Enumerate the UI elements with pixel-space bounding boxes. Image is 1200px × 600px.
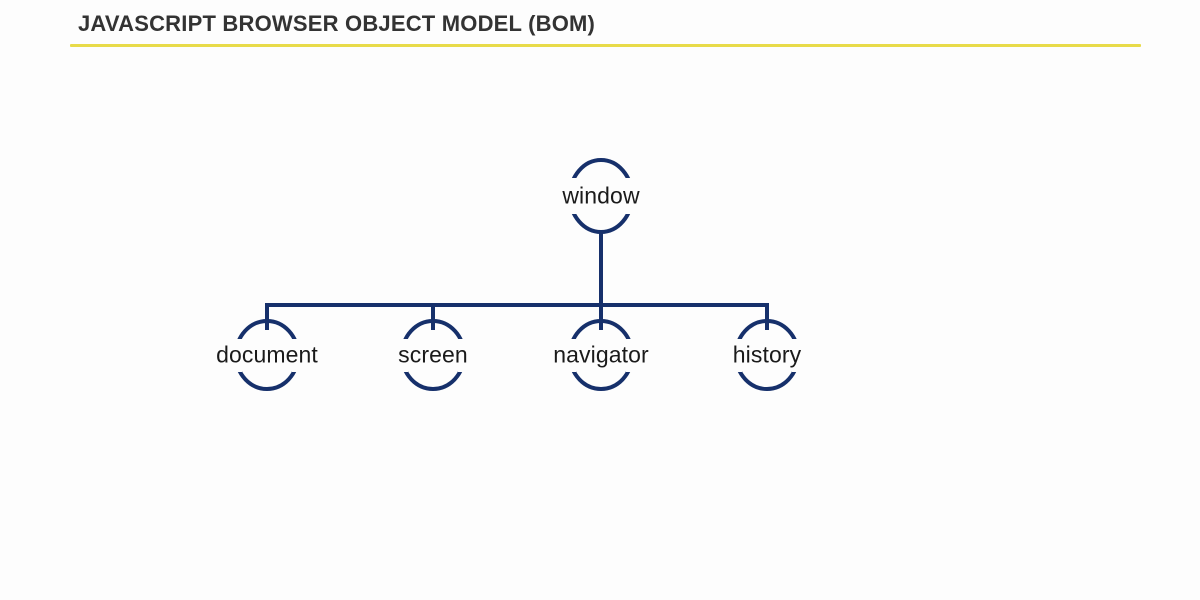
node-circle-window[interactable] <box>568 158 634 234</box>
node-label-window[interactable]: window <box>562 182 640 209</box>
node-circle-outlines <box>234 158 800 391</box>
connector-lines <box>265 232 769 330</box>
page-header: JAVASCRIPT BROWSER OBJECT MODEL (BOM) <box>0 0 1200 60</box>
node-label-navigator[interactable]: navigator <box>553 341 649 368</box>
node-label-document[interactable]: document <box>216 341 318 368</box>
node-label-history[interactable]: history <box>732 341 802 368</box>
page-title: JAVASCRIPT BROWSER OBJECT MODEL (BOM) <box>78 11 596 36</box>
node-circle-navigator[interactable] <box>568 319 634 391</box>
node-circle-document[interactable] <box>234 319 300 391</box>
node-circle-screen[interactable] <box>400 319 466 391</box>
node-label-screen[interactable]: screen <box>398 341 468 368</box>
title-underline-rule <box>70 44 1141 47</box>
node-circle-history[interactable] <box>734 319 800 391</box>
